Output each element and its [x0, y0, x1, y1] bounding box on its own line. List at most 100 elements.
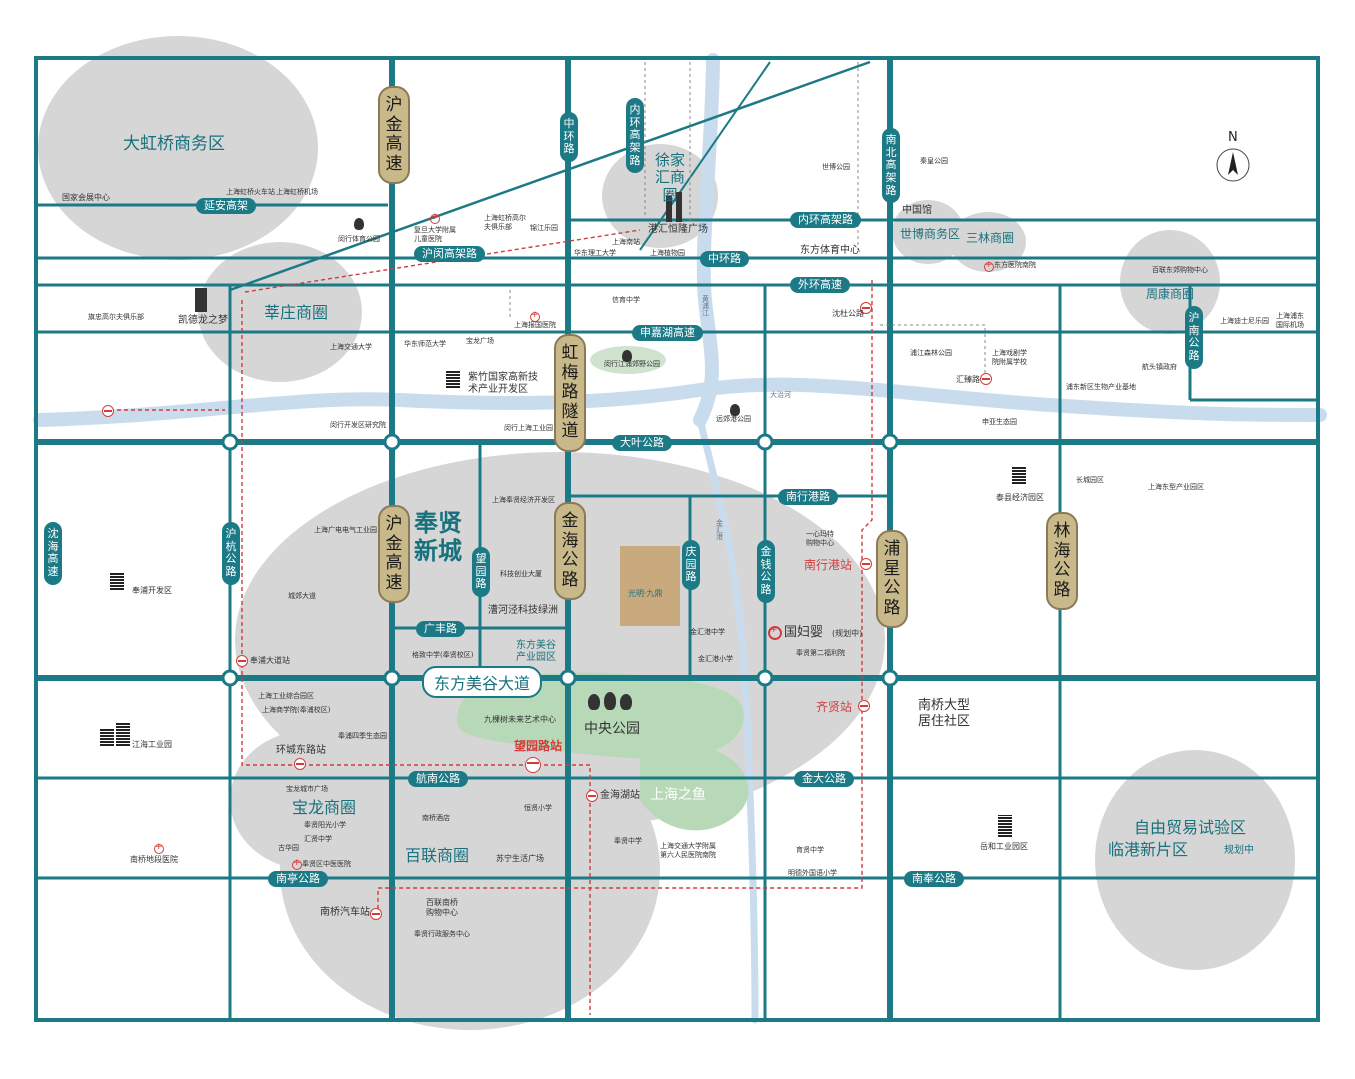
station-nanqiao-bus: 南桥汽车站: [320, 907, 370, 918]
compass-icon: [1216, 148, 1250, 182]
poi-minhang-pujiang: 闵行江浦郊野公园: [604, 360, 660, 368]
metro-icon: [586, 790, 598, 802]
poi-baolong-plaza: 宝龙广场: [466, 337, 494, 345]
poi-hongqiao-golf: 上海虹桥高尔夫俱乐部: [484, 214, 526, 232]
river-huangpu: [693, 53, 720, 427]
junction: [383, 669, 401, 687]
road-label-linhai: 林海公路: [1046, 512, 1078, 611]
poi-changcheng: 长城园区: [1076, 476, 1104, 484]
station-qixian: 齐贤站: [816, 700, 853, 714]
zone-baolong: 宝龙商圈: [292, 798, 357, 817]
poi-oriental-hospital: 东方医院南院: [994, 261, 1036, 269]
station-huizhen: 汇臻路: [956, 375, 980, 384]
poi-minhang-stadium: 闵行体育公园: [338, 235, 380, 243]
poi-ecust: 华东理工大学: [574, 249, 616, 257]
poi-bailian-nanqiao: 百联南桥购物中心: [426, 898, 458, 918]
river-label-jinhui: 金汇港: [716, 519, 723, 541]
metro-icon: [525, 757, 541, 773]
poi-huizhen-school: 上海戏剧学院附属学校: [992, 349, 1027, 367]
road-label-wangyuan: 望园路: [472, 547, 490, 597]
hospital-icon: [430, 212, 440, 224]
poi-nanqiao-jiudian: 南桥酒店: [422, 814, 450, 822]
road-diagonal: [229, 60, 871, 292]
junction: [881, 433, 899, 451]
zone-free-trade-line2: 临港新片区: [1108, 840, 1189, 859]
hospital-icon: [530, 310, 540, 322]
road-label-hunan: 沪南公路: [1185, 306, 1203, 369]
poi-taixian-eco: 泰县经济园区: [996, 493, 1044, 502]
poi-ganghui: 港汇恒隆广场: [648, 224, 708, 235]
poi-hangtou: 航头镇政府: [1142, 363, 1177, 371]
road-label-huning-north: 沪金高速: [378, 86, 410, 185]
poi-admin-center: 奉贤行政服务中心: [414, 930, 470, 938]
road-label-nanhangang: 南行港路: [778, 489, 838, 506]
road-label-jinda: 金大公路: [794, 771, 854, 788]
poi-yuyuan-school: 格致中学(奉贤校区): [412, 651, 474, 659]
metro-icon: [294, 758, 306, 770]
metro-line-5-east: [530, 764, 591, 1015]
poi-fengxian-second: 奉贤第二福利院: [796, 649, 845, 657]
station-huancheng-east: 环城东路站: [276, 745, 326, 756]
poi-qingyi-middle: 育贤中学: [796, 846, 824, 854]
zone-shibo: 世博商务区: [900, 227, 961, 241]
hospital-icon: [768, 625, 782, 640]
poi-pujiang-park: 浦江森林公园: [910, 349, 952, 357]
poi-yuehe: 岳和工业园区: [980, 842, 1028, 851]
road-label-huning-south: 沪金高速: [378, 505, 410, 604]
poi-fengpu-dev: 奉浦开发区: [132, 586, 172, 595]
poi-jinhui-primary: 金汇港小学: [698, 655, 733, 663]
zone-bailian: 百联商圈: [405, 846, 470, 865]
roads: [34, 56, 1320, 1022]
road-label-jinhai: 金海公路: [554, 502, 586, 601]
zone-circle-shibo: [892, 200, 964, 264]
poi-shanghai-south: 上海南站: [612, 238, 640, 246]
building-icon: [100, 728, 114, 746]
road-label-neihuan-viaduct: 内环高架路: [626, 98, 644, 174]
road-label-waihuan: 外环高速: [790, 277, 850, 294]
poi-yixinhui: 一心玛特购物中心: [806, 530, 834, 548]
poi-gongye-zonghe: 上海工业综合园区: [258, 692, 314, 700]
metro-line-pujiang: [377, 280, 873, 915]
zone-fengxian-new-city: 奉贤新城: [414, 509, 462, 565]
road-label-jinqian: 金钱公路: [757, 540, 775, 603]
road-label-zhonghuan-v: 中环路: [560, 112, 578, 162]
metro-icon: [858, 700, 870, 712]
road-label-huhang: 沪杭公路: [222, 522, 240, 585]
zone-circle-freetrade: [1095, 750, 1295, 970]
road-label-qingyuan: 庆园路: [682, 540, 700, 590]
zone-hongqiao: 大虹桥商务区: [123, 134, 225, 154]
zone-zhoukang: 周康商圈: [1146, 287, 1195, 301]
poi-sjtu: 上海交通大学: [330, 343, 372, 351]
compass-north-label: N: [1228, 130, 1238, 145]
poi-keji: 科技创业大厦: [500, 570, 542, 578]
ganghui-tower-icon: [666, 192, 682, 222]
tree-icon: [604, 692, 616, 710]
poi-disney: 上海迪士尼乐园: [1220, 317, 1269, 325]
road-diagonal-2: [639, 61, 771, 251]
poi-china-pavilion: 中国馆: [902, 205, 932, 216]
road-label-puxing: 浦星公路: [876, 530, 908, 629]
zone-sanlin: 三林商圈: [966, 231, 1015, 245]
poi-shenbei: 申亚生态园: [982, 418, 1017, 426]
zone-free-trade-line1: 自由贸易试验区: [1134, 818, 1247, 837]
zone-circle-zhoukang: [1120, 230, 1220, 334]
junction: [221, 669, 239, 687]
building-icon: [110, 572, 124, 590]
road-label-daye: 大叶公路: [612, 435, 672, 452]
poi-pudong-airport: 上海浦东国际机场: [1276, 312, 1304, 330]
poi-guofuying-note: (规划中): [832, 629, 863, 638]
poi-shanghai-hospital: 上海报国医院: [514, 321, 556, 329]
river-label-huangpu: 黄浦江: [702, 295, 709, 317]
road-label-neihuan-h: 内环高架路: [790, 212, 861, 229]
metro-line-5: [241, 300, 530, 766]
poi-xinyu: 信育中学: [612, 296, 640, 304]
metro-icon: [102, 405, 114, 417]
poi-shanghai-garden: 秦皇公园: [920, 157, 948, 165]
metro-icon: [370, 908, 382, 920]
poi-hongqiao-airport: 上海虹桥机场: [276, 188, 318, 196]
poi-bailian-east: 百联东郊购物中心: [1152, 266, 1208, 274]
metro-grey-4: [880, 324, 986, 375]
station-wangyuan: 望园路站: [514, 739, 563, 753]
station-fengpu: 奉浦大道站: [250, 656, 290, 665]
poi-kaide: 凯德龙之梦: [178, 315, 228, 326]
